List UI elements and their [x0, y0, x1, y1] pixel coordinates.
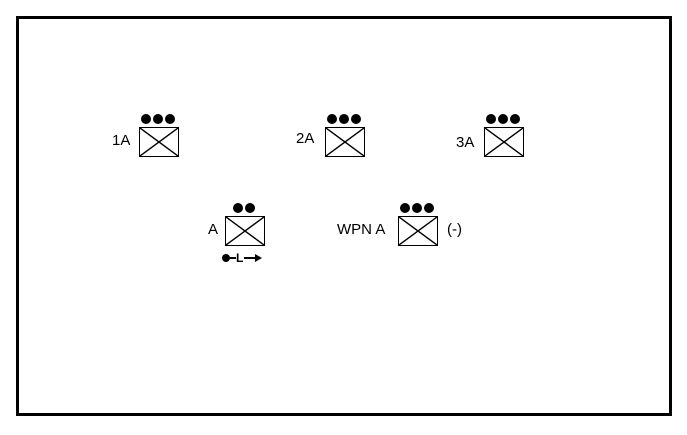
diagram-frame	[16, 16, 672, 416]
leader-label: L	[236, 251, 244, 265]
leader-indicator: L	[222, 251, 263, 265]
echelon-dots	[141, 114, 175, 124]
infantry-unit-symbol	[139, 127, 179, 157]
unit-label: WPN A	[337, 221, 386, 238]
infantry-unit-symbol	[225, 216, 265, 246]
leader-dot-icon	[222, 254, 230, 262]
infantry-unit-symbol	[325, 127, 365, 157]
unit-label: 1A	[112, 132, 131, 149]
unit-label: 3A	[456, 134, 475, 151]
echelon-dots	[233, 203, 255, 213]
arrow-right-icon	[244, 254, 263, 262]
echelon-dots	[400, 203, 434, 213]
unit-label: A	[208, 221, 219, 238]
unit-label: 2A	[296, 130, 315, 147]
infantry-unit-symbol	[398, 216, 438, 246]
infantry-unit-symbol	[484, 127, 524, 157]
reduced-strength-indicator: (-)	[447, 221, 462, 238]
echelon-dots	[327, 114, 361, 124]
echelon-dots	[486, 114, 520, 124]
